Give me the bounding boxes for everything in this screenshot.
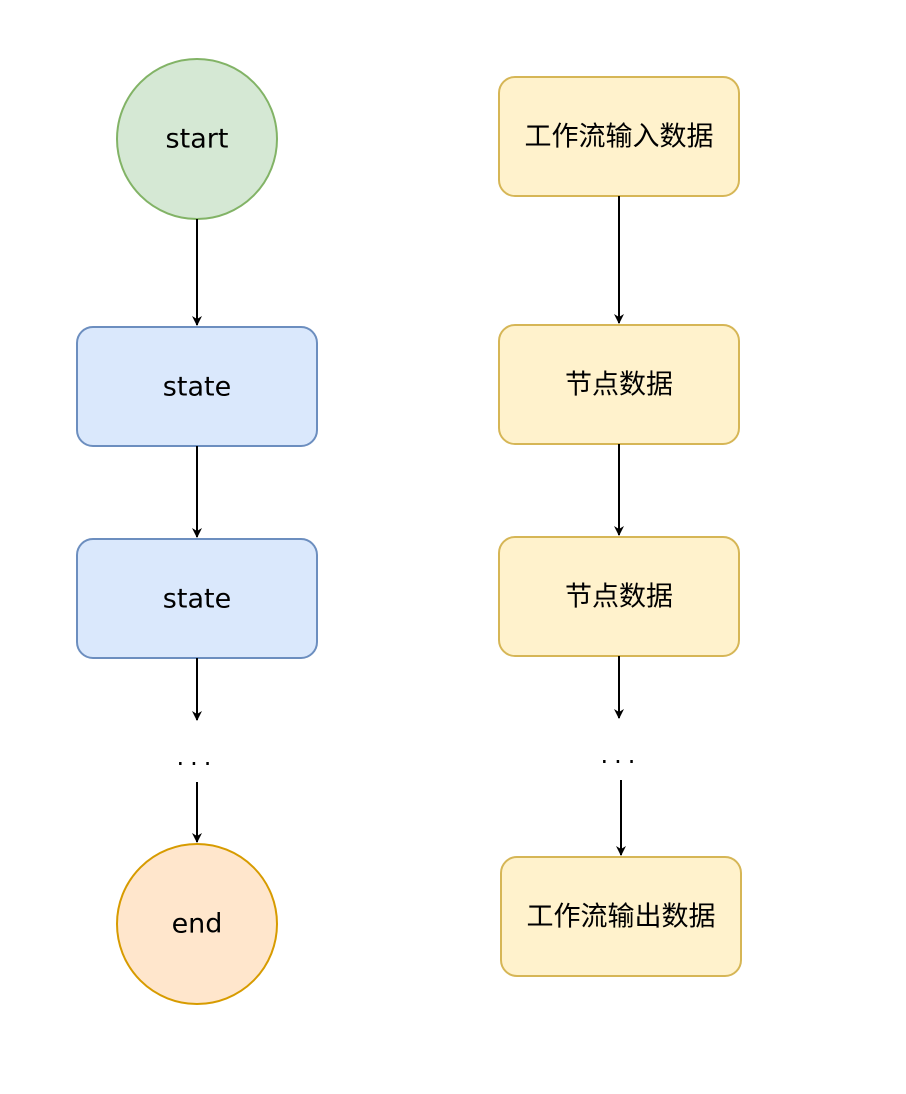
state-node-2-label: state: [163, 584, 231, 615]
end-node-shape: [116, 843, 278, 1005]
left-flow: start state state ... end: [76, 58, 318, 1005]
start-node[interactable]: start: [116, 58, 278, 220]
node-data-2-label: 节点数据: [565, 582, 673, 613]
workflow-output-node-shape: [500, 856, 742, 977]
node-data-2[interactable]: 节点数据: [498, 536, 740, 657]
node-data-1[interactable]: 节点数据: [498, 324, 740, 445]
left-ellipsis: ...: [177, 743, 218, 771]
workflow-input-node-label: 工作流输入数据: [525, 122, 714, 153]
state-node-1[interactable]: state: [76, 326, 318, 447]
state-node-2[interactable]: state: [76, 538, 318, 659]
workflow-output-node[interactable]: 工作流输出数据: [500, 856, 742, 977]
end-node[interactable]: end: [116, 843, 278, 1005]
state-node-1-label: state: [163, 372, 231, 403]
end-node-label: end: [172, 909, 223, 940]
start-node-label: start: [166, 124, 229, 155]
right-ellipsis: ...: [601, 741, 642, 769]
workflow-input-node[interactable]: 工作流输入数据: [498, 76, 740, 197]
node-data-1-label: 节点数据: [565, 370, 673, 401]
right-flow: 工作流输入数据 节点数据 节点数据 ... 工作流输出数据: [498, 76, 742, 977]
workflow-output-node-label: 工作流输出数据: [527, 902, 716, 933]
